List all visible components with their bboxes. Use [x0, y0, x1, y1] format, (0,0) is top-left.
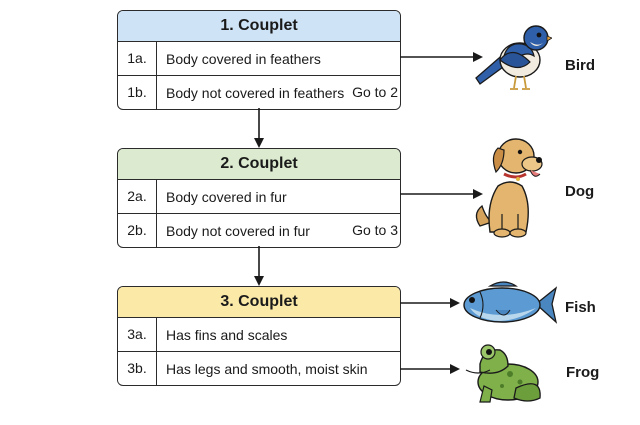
- couplet-1a-number: 1a.: [118, 42, 157, 75]
- couplet-3b-row: 3b. Has legs and smooth, moist skin: [118, 351, 400, 385]
- frog-icon: [465, 344, 541, 403]
- couplet-1-title: 1. Couplet: [118, 11, 400, 42]
- couplet-3a-text: Has fins and scales: [166, 326, 288, 343]
- couplet-2: 2. Couplet 2a. Body covered in fur 2b. B…: [117, 148, 401, 248]
- couplet-3-title: 3. Couplet: [118, 287, 400, 318]
- couplet-1b-goto: Go to 2: [348, 76, 398, 109]
- couplet-2b-row: 2b. Body not covered in fur Go to 3: [118, 213, 400, 247]
- fish-icon: [463, 281, 558, 324]
- couplet-1b-number: 1b.: [118, 76, 157, 109]
- dog-icon: [475, 138, 543, 238]
- couplet-2b-goto: Go to 3: [348, 214, 398, 247]
- couplet-2a-row: 2a. Body covered in fur: [118, 180, 400, 213]
- couplet-3b-number: 3b.: [118, 352, 157, 385]
- couplet-3a-row: 3a. Has fins and scales: [118, 318, 400, 351]
- fish-label: Fish: [565, 299, 596, 316]
- dog-label: Dog: [565, 183, 595, 200]
- couplet-2a-text: Body covered in fur: [166, 188, 287, 205]
- couplet-2b-text: Body not covered in fur: [166, 222, 310, 239]
- couplet-1b-text: Body not covered in feathers: [166, 84, 345, 101]
- couplet-3b-text: Has legs and smooth, moist skin: [166, 360, 368, 377]
- couplet-2a-number: 2a.: [118, 180, 157, 213]
- couplet-2b-number: 2b.: [118, 214, 157, 247]
- couplet-1b-row: 1b. Body not covered in feathers Go to 2: [118, 75, 400, 109]
- couplet-3a-number: 3a.: [118, 318, 157, 351]
- couplet-1a-row: 1a. Body covered in feathers: [118, 42, 400, 75]
- couplet-3: 3. Couplet 3a. Has fins and scales 3b. H…: [117, 286, 401, 386]
- couplet-1: 1. Couplet 1a. Body covered in feathers …: [117, 10, 401, 110]
- bird-icon: [475, 25, 552, 90]
- couplet-1a-text: Body covered in feathers: [166, 50, 321, 67]
- bird-label: Bird: [565, 57, 595, 74]
- couplet-2-title: 2. Couplet: [118, 149, 400, 180]
- frog-label: Frog: [566, 364, 600, 381]
